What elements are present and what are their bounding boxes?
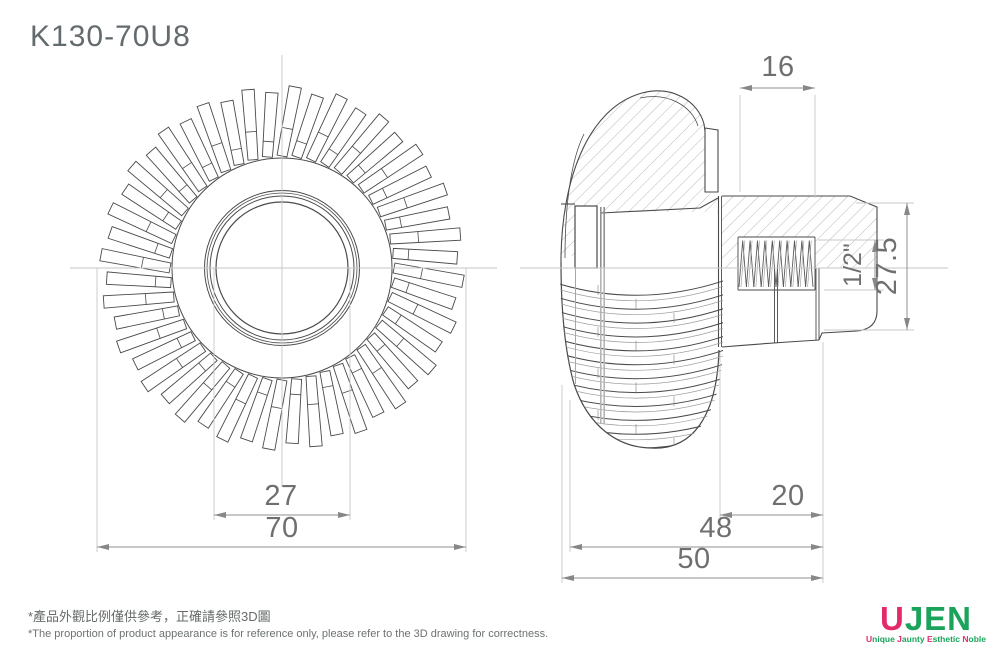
footnotes: *產品外觀比例僅供參考，正確請參照3D圖 *The proportion of … [28,606,548,640]
dim-rear-diameter-label: 27.5 [871,237,903,295]
footnote-chinese: *產品外觀比例僅供參考，正確請參照3D圖 [28,609,271,624]
dim-front-bore-label: 27 [264,480,297,512]
ujen-logo: UJEN Unique Jaunty Esthetic Noble [861,600,991,645]
dimension-lines [97,85,910,581]
part-number-title: K130-70U8 [30,20,191,53]
dim-body-length-label: 48 [699,512,732,544]
side-rib-bands [560,279,723,449]
knurl-ribs [99,85,465,451]
side-view-drawing [560,90,878,449]
dim-total-length-label: 50 [677,543,710,575]
extension-lines [96,95,914,583]
footnote-english: *The proportion of product appearance is… [28,628,549,640]
dimension-labels: 27 70 16 20 48 50 1/2" 27.5 [264,51,903,575]
dim-rear-length-label: 20 [771,480,804,512]
dim-thread-size-label: 1/2" [839,243,867,287]
dim-thread-length-label: 16 [761,51,794,83]
ujen-logo-wordmark: UJEN [879,600,973,637]
section-hatch-bushing [722,196,877,268]
ujen-logo-tagline: Unique Jaunty Esthetic Noble [866,634,986,644]
centerlines [70,55,948,487]
front-view-drawing [99,85,465,451]
dim-front-outer-label: 70 [265,512,298,544]
section-hatch-dome [561,90,718,257]
thread-profile [738,240,814,288]
